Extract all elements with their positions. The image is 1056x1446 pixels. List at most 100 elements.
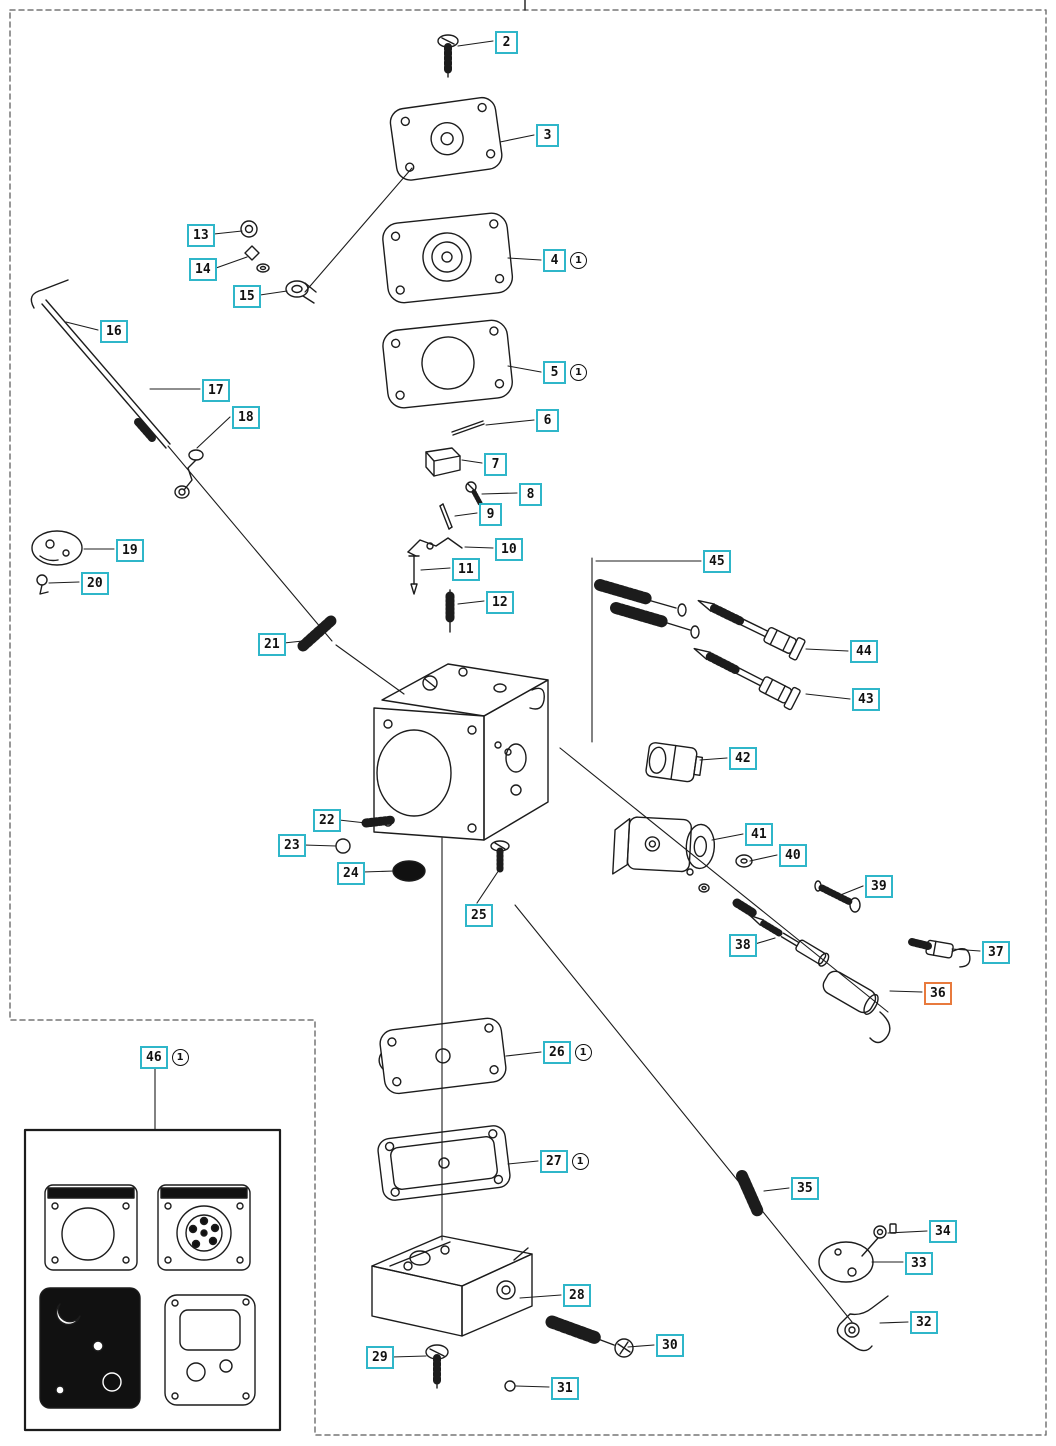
callout-39[interactable]: 39 xyxy=(865,875,893,898)
callout-17[interactable]: 17 xyxy=(202,379,230,402)
callout-number: 16 xyxy=(100,320,128,343)
qty-circle: 1 xyxy=(574,1044,592,1061)
part-16-shaft xyxy=(30,279,171,449)
callout-9[interactable]: 9 xyxy=(479,503,502,526)
callout-number: 45 xyxy=(703,550,731,573)
kit-diaphragm-1 xyxy=(157,1184,251,1271)
part-46-kit-box xyxy=(23,1128,282,1432)
part-38-needle xyxy=(732,898,830,967)
callout-38[interactable]: 38 xyxy=(729,934,757,957)
callout-34[interactable]: 34 xyxy=(929,1220,957,1243)
part-24-plug xyxy=(392,860,426,882)
callout-15[interactable]: 15 xyxy=(233,285,261,308)
callout-33[interactable]: 33 xyxy=(905,1252,933,1275)
part-27-diaphragm xyxy=(377,1125,511,1201)
callout-21[interactable]: 21 xyxy=(258,633,286,656)
part-3-cover-plate xyxy=(389,96,503,181)
part-4-diaphragm xyxy=(382,212,514,304)
qty-circle: 1 xyxy=(570,364,587,381)
callout-number: 35 xyxy=(791,1177,819,1200)
part-39-screw xyxy=(814,880,861,913)
callout-8[interactable]: 8 xyxy=(519,483,542,506)
callout-number: 34 xyxy=(929,1220,957,1243)
part-20-clip xyxy=(36,574,49,595)
callout-number: 38 xyxy=(729,934,757,957)
callout-number: 41 xyxy=(745,823,773,846)
callout-13[interactable]: 13 xyxy=(187,224,215,247)
callout-7[interactable]: 7 xyxy=(484,453,507,476)
callout-37[interactable]: 37 xyxy=(982,941,1010,964)
part-40-washer xyxy=(686,854,753,893)
callout-number: 21 xyxy=(258,633,286,656)
part-5-gasket xyxy=(382,319,513,409)
callout-31[interactable]: 31 xyxy=(551,1377,579,1400)
callout-number: 19 xyxy=(116,539,144,562)
callout-number: 22 xyxy=(313,809,341,832)
callout-number: 20 xyxy=(81,572,109,595)
assembly-axis-lines xyxy=(167,167,889,1323)
callout-24[interactable]: 24 xyxy=(337,862,365,885)
leader-lines xyxy=(48,40,981,1388)
callout-36[interactable]: 36 xyxy=(924,982,952,1005)
callout-number: 33 xyxy=(905,1252,933,1275)
part-6-pin xyxy=(451,420,485,436)
kit-gasket-2 xyxy=(164,1294,256,1406)
callout-29[interactable]: 29 xyxy=(366,1346,394,1369)
callout-number: 17 xyxy=(202,379,230,402)
callout-number: 13 xyxy=(187,224,215,247)
part-8-screw xyxy=(465,481,483,506)
part-42-sleeve xyxy=(645,742,704,783)
part-45-springs xyxy=(594,579,700,639)
callout-number: 14 xyxy=(189,258,217,281)
part-31-ball xyxy=(504,1380,516,1392)
callout-number: 2 xyxy=(495,31,518,54)
part-26-gasket xyxy=(378,1017,507,1095)
callout-12[interactable]: 12 xyxy=(486,591,514,614)
callout-30[interactable]: 30 xyxy=(656,1334,684,1357)
callout-16[interactable]: 16 xyxy=(100,320,128,343)
callout-32[interactable]: 32 xyxy=(910,1311,938,1334)
callout-number: 31 xyxy=(551,1377,579,1400)
callout-3[interactable]: 3 xyxy=(536,124,559,147)
callout-number: 40 xyxy=(779,844,807,867)
carburetor-body xyxy=(373,663,549,841)
callout-14[interactable]: 14 xyxy=(189,258,217,281)
callout-18[interactable]: 18 xyxy=(232,406,260,429)
callout-19[interactable]: 19 xyxy=(116,539,144,562)
callout-41[interactable]: 41 xyxy=(745,823,773,846)
callout-35[interactable]: 35 xyxy=(791,1177,819,1200)
callout-45[interactable]: 45 xyxy=(703,550,731,573)
part-9-pin xyxy=(439,503,453,530)
part-35-spring xyxy=(736,1170,764,1218)
callout-2[interactable]: 2 xyxy=(495,31,518,54)
callout-40[interactable]: 40 xyxy=(779,844,807,867)
callout-28[interactable]: 28 xyxy=(563,1284,591,1307)
callout-10[interactable]: 10 xyxy=(495,538,523,561)
qty-circle: 1 xyxy=(171,1049,189,1066)
callout-44[interactable]: 44 xyxy=(850,640,878,663)
callout-25[interactable]: 25 xyxy=(465,904,493,927)
callout-42[interactable]: 42 xyxy=(729,747,757,770)
callout-11[interactable]: 11 xyxy=(452,558,480,581)
part-28-pump-cover xyxy=(371,1235,533,1337)
callout-6[interactable]: 6 xyxy=(536,409,559,432)
callout-22[interactable]: 22 xyxy=(313,809,341,832)
callout-23[interactable]: 23 xyxy=(278,834,306,857)
part-11-needle xyxy=(408,555,420,595)
qty-circle: 1 xyxy=(570,252,587,269)
callout-number: 43 xyxy=(852,688,880,711)
part-14-washer xyxy=(244,245,270,273)
callout-number: 28 xyxy=(563,1284,591,1307)
callout-number: 5 xyxy=(543,361,566,384)
callout-43[interactable]: 43 xyxy=(852,688,880,711)
callout-number: 44 xyxy=(850,640,878,663)
callout-number: 8 xyxy=(519,483,542,506)
callout-20[interactable]: 20 xyxy=(81,572,109,595)
